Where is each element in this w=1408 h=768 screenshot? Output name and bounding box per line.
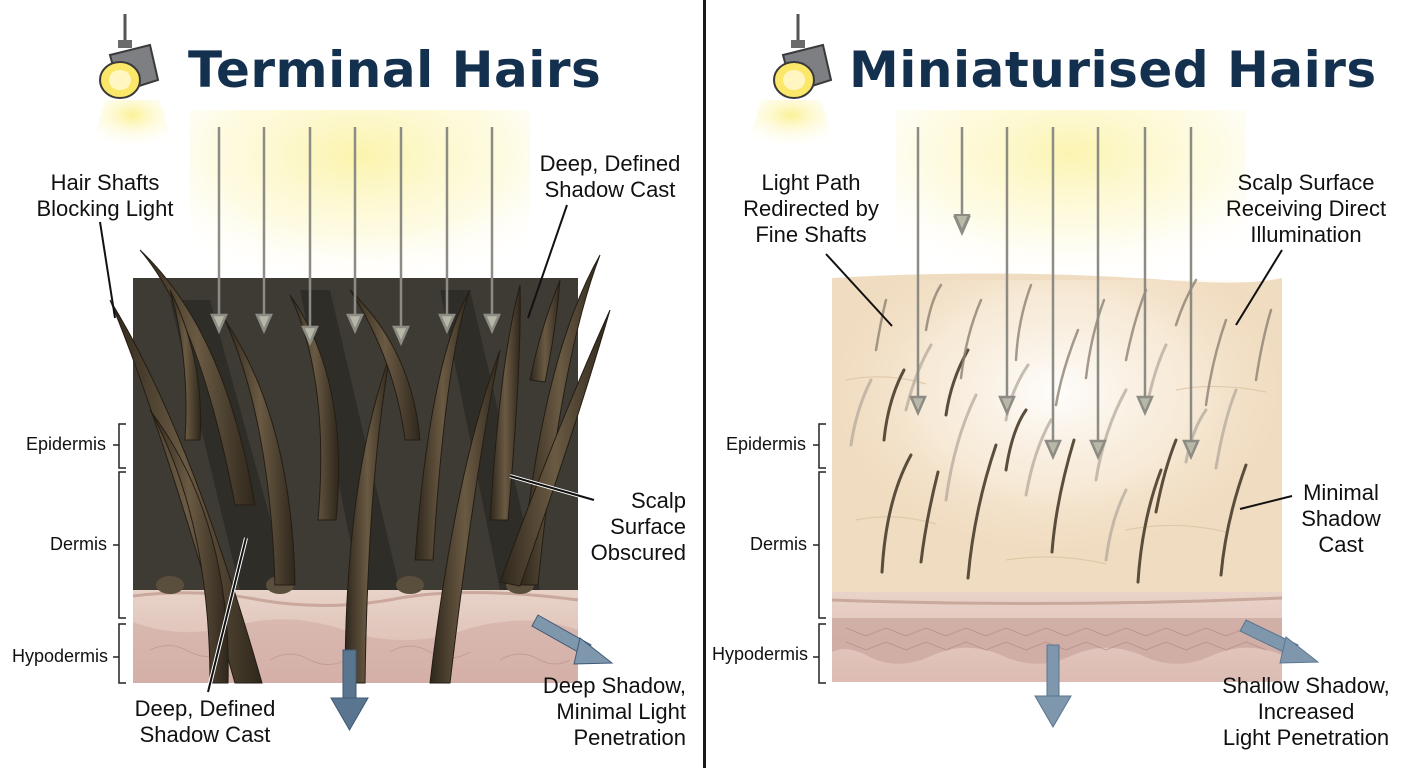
terminal-hairs-panel: Terminal Hairs Hair Shafts Blocking Ligh… bbox=[0, 0, 703, 768]
label-scalp-illuminated: Scalp Surface Receiving Direct Illuminat… bbox=[1225, 170, 1387, 247]
layer-label-hypodermis: Hypodermis bbox=[12, 646, 109, 666]
spotlight-icon bbox=[99, 14, 160, 99]
layer-label-epidermis: Epidermis bbox=[726, 434, 807, 454]
leader-lines bbox=[99, 204, 595, 693]
label-penetration-right: Shallow Shadow, Increased Light Penetrat… bbox=[1222, 673, 1390, 750]
shadow-arrows bbox=[1034, 619, 1320, 728]
layer-label-epidermis: Epidermis bbox=[26, 434, 107, 454]
shadow-arrows bbox=[330, 614, 614, 731]
miniaturised-hairs-illustration bbox=[746, 14, 1320, 728]
layer-brackets bbox=[113, 423, 126, 684]
label-minimal-shadow: Minimal Shadow Cast bbox=[1301, 480, 1381, 557]
layer-label-dermis: Dermis bbox=[750, 534, 807, 554]
layer-label-hypodermis: Hypodermis bbox=[712, 644, 809, 664]
label-penetration-left: Deep Shadow, Minimal Light Penetration bbox=[542, 673, 686, 750]
spotlight-icon bbox=[773, 14, 833, 99]
label-hair-shafts: Hair Shafts Blocking Light bbox=[36, 170, 174, 221]
panel-divider bbox=[703, 0, 706, 768]
spotlight-glow bbox=[746, 100, 836, 150]
label-scalp-obscured: Scalp Surface Obscured bbox=[590, 488, 686, 565]
light-beam bbox=[896, 110, 1246, 285]
spotlight-glow bbox=[90, 100, 175, 150]
miniaturised-hairs-panel: Miniaturised Hairs Light Path Redirected… bbox=[706, 0, 1408, 768]
label-shadow-bottom: Deep, Defined Shadow Cast bbox=[134, 696, 276, 747]
terminal-hairs-illustration bbox=[90, 14, 614, 731]
layer-label-dermis: Dermis bbox=[50, 534, 107, 554]
label-shadow-top: Deep, Defined Shadow Cast bbox=[539, 151, 681, 202]
page-title-terminal: Terminal Hairs bbox=[188, 41, 602, 99]
layer-brackets bbox=[813, 423, 826, 684]
terminal-hair-shafts bbox=[109, 249, 611, 684]
leader-lines bbox=[825, 249, 1293, 510]
light-beam bbox=[190, 110, 530, 290]
label-light-path: Light Path Redirected by Fine Shafts bbox=[743, 170, 879, 247]
page-title-miniaturised: Miniaturised Hairs bbox=[849, 41, 1377, 99]
light-arrows bbox=[210, 127, 501, 347]
